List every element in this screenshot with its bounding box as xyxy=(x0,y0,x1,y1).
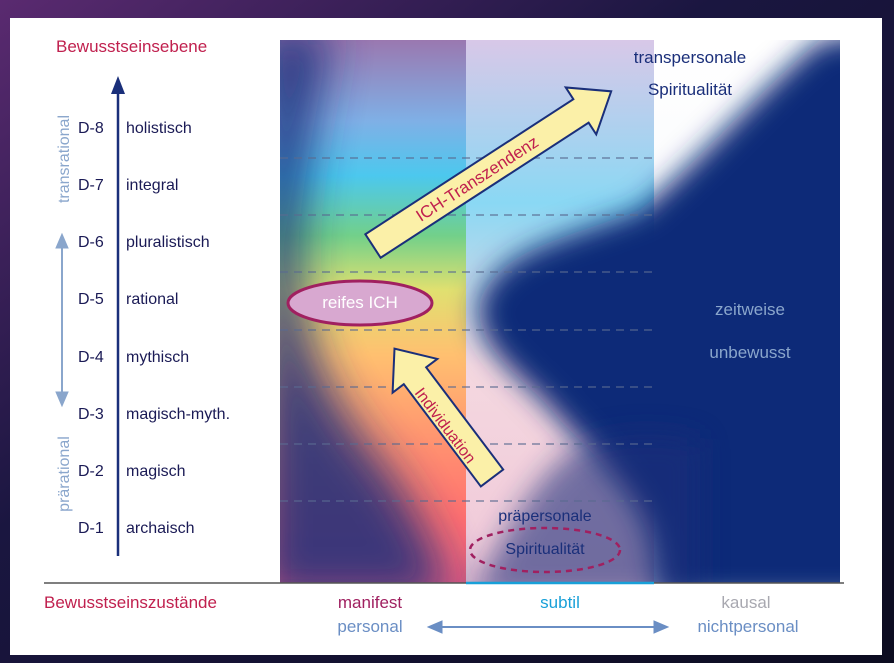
level-name-d5: rational xyxy=(126,291,178,309)
page-title: Bewusstseinsebene xyxy=(56,37,207,57)
level-code-d3: D-3 xyxy=(78,406,120,424)
level-code-d6: D-6 xyxy=(78,234,120,252)
transrational-label: transrational xyxy=(56,99,74,219)
level-code-d5: D-5 xyxy=(78,291,120,309)
level-code-d4: D-4 xyxy=(78,349,120,367)
nichtpersonal-label: nichtpersonal xyxy=(668,617,828,637)
level-code-d2: D-2 xyxy=(78,463,120,481)
prepersonal-line1: präpersonale xyxy=(470,508,620,526)
level-name-d1: archaisch xyxy=(126,520,194,538)
mature-ego-label: reifes ICH xyxy=(300,293,420,313)
level-name-d6: pluralistisch xyxy=(126,234,210,252)
transpersonal-line2: Spiritualität xyxy=(600,80,780,100)
level-name-d7: integral xyxy=(126,177,178,195)
kausal-label: kausal xyxy=(676,593,816,613)
states-label: Bewusstseinszustände xyxy=(44,593,217,613)
unconscious-line2: unbewusst xyxy=(660,343,840,363)
level-name-d2: magisch xyxy=(126,463,186,481)
prepersonal-line2: Spiritualität xyxy=(470,541,620,559)
manifest-label: manifest xyxy=(300,593,440,613)
transpersonal-line1: transpersonale xyxy=(600,48,780,68)
level-axis-arrow xyxy=(111,76,125,556)
level-name-d4: mythisch xyxy=(126,349,189,367)
level-code-d1: D-1 xyxy=(78,520,120,538)
side-double-arrow xyxy=(56,234,68,406)
personal-label: personal xyxy=(300,617,440,637)
level-code-d8: D-8 xyxy=(78,120,120,138)
prarational-label: prärational xyxy=(56,419,74,529)
level-code-d7: D-7 xyxy=(78,177,120,195)
unconscious-line1: zeitweise xyxy=(660,300,840,320)
level-name-d8: holistisch xyxy=(126,120,192,138)
personal-nonpersonal-arrow xyxy=(428,621,668,633)
level-name-d3: magisch-myth. xyxy=(126,406,230,424)
subtil-label: subtil xyxy=(490,593,630,613)
